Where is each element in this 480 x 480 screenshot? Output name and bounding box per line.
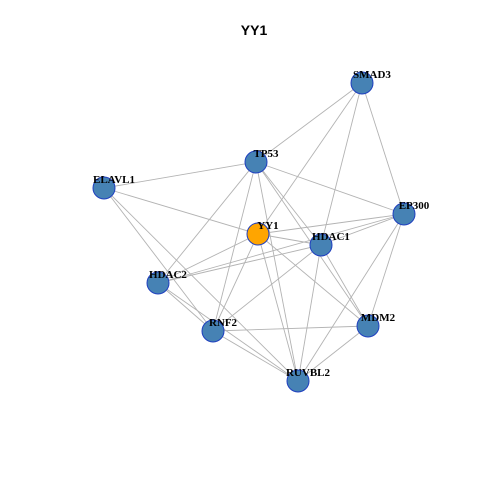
node-label-hdac2: HDAC2 (149, 269, 187, 281)
node-label-elavl1: ELAVL1 (93, 174, 135, 186)
node-yy1[interactable] (246, 222, 270, 246)
edge-smad3-yy1 (257, 82, 363, 235)
edge-hdac1-mdm2 (320, 244, 369, 327)
edge-tp53-ruvbl2 (255, 161, 299, 382)
edge-elavl1-yy1 (103, 187, 259, 235)
edge-tp53-rnf2 (212, 161, 257, 332)
node-label-rnf2: RNF2 (209, 317, 238, 329)
edge-tp53-elavl1 (103, 161, 257, 189)
node-ep300[interactable] (392, 202, 416, 226)
edge-yy1-rnf2 (212, 233, 259, 332)
diagram-title: YY1 (241, 22, 268, 38)
edge-ep300-mdm2 (367, 213, 405, 327)
edge-yy1-mdm2 (257, 233, 369, 327)
edge-hdac1-rnf2 (212, 244, 322, 332)
node-label-hdac1: HDAC1 (312, 231, 350, 243)
edge-elavl1-ruvbl2 (103, 187, 299, 382)
edge-mdm2-ruvbl2 (297, 325, 369, 382)
edge-hdac1-ruvbl2 (297, 244, 322, 382)
edge-ep300-hdac1 (320, 213, 405, 246)
edge-layer (103, 82, 405, 382)
edge-smad3-ep300 (361, 82, 405, 215)
node-smad3[interactable] (350, 71, 374, 95)
node-hdac1[interactable] (309, 233, 333, 257)
edge-hdac1-hdac2 (157, 244, 322, 284)
edge-ep300-hdac2 (157, 213, 405, 284)
edge-ep300-yy1 (257, 213, 405, 235)
edge-yy1-hdac2 (157, 233, 259, 284)
edge-rnf2-mdm2 (212, 325, 369, 332)
node-label-mdm2: MDM2 (361, 312, 396, 324)
edge-smad3-hdac1 (320, 82, 363, 246)
node-label-smad3: SMAD3 (353, 69, 391, 81)
node-label-yy1: YY1 (257, 220, 278, 232)
node-elavl1[interactable] (92, 176, 116, 200)
node-ruvbl2[interactable] (286, 369, 310, 393)
node-label-tp53: TP53 (253, 148, 279, 160)
node-layer (92, 71, 416, 393)
node-mdm2[interactable] (356, 314, 380, 338)
node-tp53[interactable] (244, 150, 268, 174)
node-rnf2[interactable] (201, 319, 225, 343)
edge-yy1-ruvbl2 (257, 233, 299, 382)
edge-tp53-hdac2 (157, 161, 257, 284)
node-label-ruvbl2: RUVBL2 (286, 367, 331, 379)
node-hdac2[interactable] (146, 271, 170, 295)
edge-tp53-hdac1 (255, 161, 322, 246)
node-label-ep300: EP300 (399, 200, 430, 212)
edge-hdac2-ruvbl2 (157, 282, 299, 382)
edge-rnf2-ruvbl2 (212, 330, 299, 382)
edge-elavl1-rnf2 (103, 187, 214, 332)
edge-tp53-ep300 (255, 161, 405, 215)
edge-hdac2-rnf2 (157, 282, 214, 332)
edge-smad3-tp53 (255, 82, 363, 163)
